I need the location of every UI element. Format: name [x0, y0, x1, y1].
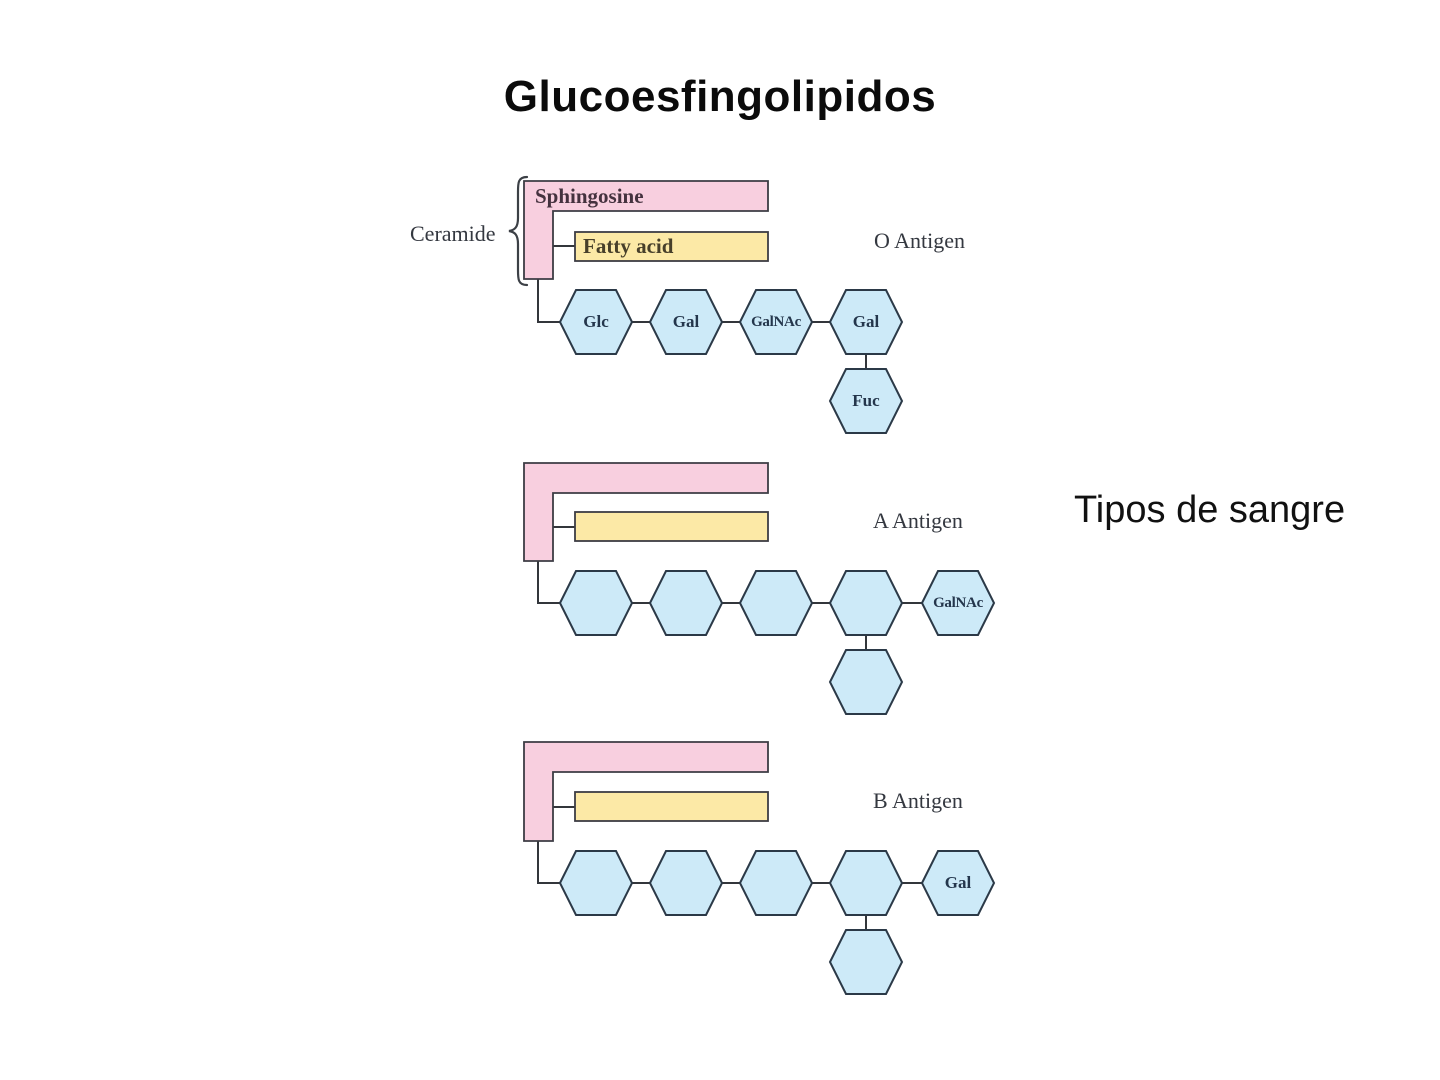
antigen-name-a: A Antigen — [873, 508, 963, 533]
ceramide-label: Ceramide — [410, 221, 496, 246]
sugar-label-gal2: Gal — [852, 312, 880, 331]
antigen-group-b — [523, 741, 996, 995]
sugar-label-fuc: Fuc — [852, 391, 880, 410]
sugar-label-gal: Gal — [672, 312, 700, 331]
sugar-hexagon — [828, 850, 904, 916]
fatty-acid-block — [574, 511, 769, 542]
sphingosine-label: Sphingosine — [535, 184, 644, 208]
branch-sugar-hexagon-fuc — [828, 368, 904, 434]
antigen-group-a — [523, 462, 996, 715]
connector-ceramide-chain — [537, 841, 560, 884]
sugar-hexagon — [828, 570, 904, 636]
sugar-label-glc: Glc — [583, 312, 609, 331]
page-title: Glucoesfingolipidos — [503, 72, 937, 121]
terminal-sugar-hexagon-galnac — [920, 570, 996, 636]
sugar-hexagon — [648, 570, 724, 636]
sugar-label-galnac: GalNAc — [751, 313, 801, 330]
antigen-name-b: B Antigen — [873, 788, 963, 813]
fatty-acid-label: Fatty acid — [583, 234, 674, 258]
terminal-sugar-hexagon-gal — [920, 850, 996, 916]
connector-ceramide-chain — [537, 279, 560, 323]
sugar-hexagon — [558, 850, 634, 916]
blood-types-note: Tipos de sangre — [1074, 489, 1346, 531]
sugar-hexagon-gal2 — [828, 289, 904, 355]
sugar-hexagon — [738, 570, 814, 636]
sugar-hexagon — [648, 850, 724, 916]
sugar-hexagon-gal — [648, 289, 724, 355]
sphingosine-block — [523, 462, 769, 562]
antigen-group-o — [508, 175, 904, 434]
fatty-acid-block — [574, 231, 769, 262]
sugar-label-terminal-gal: Gal — [944, 873, 972, 892]
sugar-hexagon-glc — [558, 289, 634, 355]
branch-sugar-hexagon — [828, 649, 904, 715]
sphingosine-block — [523, 741, 769, 842]
sugar-label-terminal-galnac: GalNAc — [933, 594, 983, 611]
sugar-hexagon — [558, 570, 634, 636]
connector-ceramide-chain — [537, 561, 560, 604]
sphingosine-block — [523, 180, 769, 280]
antigen-name-o: O Antigen — [874, 228, 966, 253]
sugar-hexagon-galnac — [738, 289, 814, 355]
branch-sugar-hexagon — [828, 929, 904, 995]
fatty-acid-block — [574, 791, 769, 822]
sugar-hexagon — [738, 850, 814, 916]
ceramide-brace — [508, 175, 529, 287]
